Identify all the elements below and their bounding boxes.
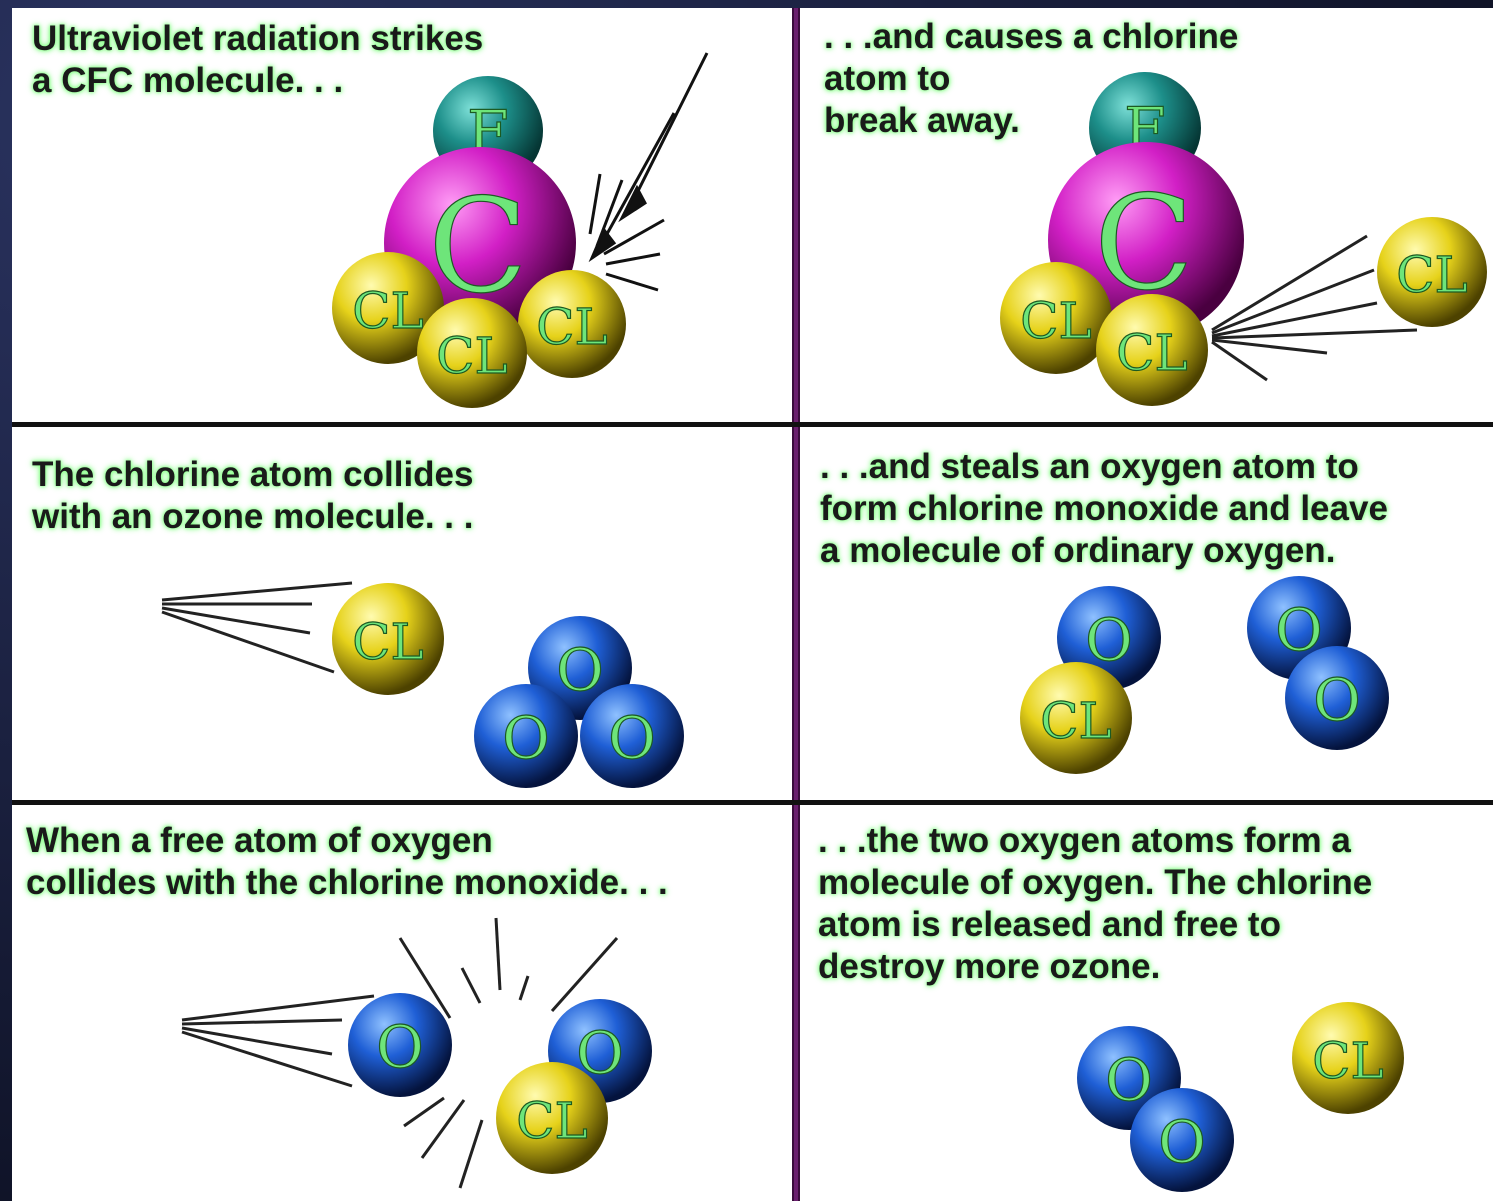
panel1-line1: Ultraviolet radiation strikes <box>32 19 484 58</box>
svg-text:C: C <box>428 170 527 322</box>
panel4-line2: form chlorine monoxide and leave <box>820 489 1388 528</box>
panel5-line1: When a free atom of oxygen <box>26 821 493 860</box>
panel2-chlorine-atom-bottom: CL <box>1096 294 1208 406</box>
svg-text:CL: CL <box>1116 324 1187 382</box>
panel2-chlorine-atom-left: CL <box>1000 262 1112 374</box>
panel5-monoxide-chlorine: CL <box>496 1062 608 1174</box>
panel4-line3: a molecule of ordinary oxygen. <box>820 531 1336 570</box>
panel3-line2: with an ozone molecule. . . <box>32 497 474 536</box>
svg-text:O: O <box>608 704 656 772</box>
panel2-line2: atom to <box>824 59 951 98</box>
panel6-oxygen-molecule-right: O <box>1130 1088 1234 1192</box>
panel5-impact-lines <box>398 917 619 1189</box>
panel1-line2: a CFC molecule. . . <box>32 61 344 100</box>
panel5-motion-lines <box>181 994 375 1088</box>
vertical-divider <box>792 8 800 1201</box>
diagram-board: F C CL CL CL F C CL <box>12 8 1493 1201</box>
svg-text:O: O <box>1313 666 1361 734</box>
panel4-caption: . . .and steals an oxygen atom to form c… <box>820 446 1388 572</box>
panel6-caption: . . .the two oxygen atoms form a molecul… <box>818 820 1372 988</box>
panel4-oxygen-molecule-bottom: O <box>1285 646 1389 750</box>
svg-text:O: O <box>1105 1046 1153 1114</box>
panel5-caption: When a free atom of oxygen collides with… <box>26 820 668 904</box>
panel3-motion-lines <box>161 581 353 674</box>
panel3-line1: The chlorine atom collides <box>32 455 474 494</box>
panel3-caption: The chlorine atom collides with an ozone… <box>32 454 473 538</box>
svg-text:C: C <box>1094 167 1193 319</box>
svg-text:CL: CL <box>516 1092 587 1150</box>
panel4-monoxide-chlorine: CL <box>1020 662 1132 774</box>
svg-text:CL: CL <box>436 327 507 385</box>
svg-text:CL: CL <box>1312 1032 1383 1090</box>
panel1-uv-rays <box>588 52 709 292</box>
panel1-chlorine-atom-left: CL <box>332 252 444 364</box>
panel2-motion-lines <box>1211 234 1418 382</box>
svg-text:O: O <box>1158 1108 1206 1176</box>
svg-text:CL: CL <box>1020 292 1091 350</box>
svg-text:O: O <box>502 704 550 772</box>
svg-text:O: O <box>1085 606 1133 674</box>
diagram-artwork: F C CL CL CL F C CL <box>161 52 1487 1192</box>
panel2-line1: . . .and causes a chlorine <box>824 17 1239 56</box>
panel2-free-chlorine-atom: CL <box>1377 217 1487 327</box>
panel6-oxygen-molecule-left: O <box>1077 1026 1181 1130</box>
panel6-line3: atom is released and free to <box>818 905 1281 944</box>
panel6-line4: destroy more ozone. <box>818 947 1161 986</box>
panel6-line1: . . .the two oxygen atoms form a <box>818 821 1351 860</box>
svg-text:O: O <box>556 636 604 704</box>
panel1-chlorine-atom-bottom: CL <box>417 298 527 408</box>
panel1-caption: Ultraviolet radiation strikes a CFC mole… <box>32 18 483 102</box>
horizontal-divider-top <box>12 422 1493 427</box>
panel2-caption: . . .and causes a chlorine atom to break… <box>824 16 1238 142</box>
svg-text:CL: CL <box>352 613 423 671</box>
panel3-chlorine-atom: CL <box>332 583 444 695</box>
svg-text:CL: CL <box>536 298 607 356</box>
svg-text:O: O <box>376 1013 424 1081</box>
panel3-ozone-oxygen-right: O <box>580 684 684 788</box>
panel6-line2: molecule of oxygen. The chlorine <box>818 863 1373 902</box>
panel6-released-chlorine-atom: CL <box>1292 1002 1404 1114</box>
svg-text:CL: CL <box>1040 692 1111 750</box>
svg-text:CL: CL <box>1396 246 1467 304</box>
panel2-carbon-atom: C <box>1048 142 1244 338</box>
panel2-line3: break away. <box>824 101 1020 140</box>
svg-text:O: O <box>1275 596 1323 664</box>
panel1-chlorine-atom-right: CL <box>518 270 626 378</box>
svg-text:CL: CL <box>352 282 423 340</box>
panel5-free-oxygen-atom: O <box>348 993 452 1097</box>
panel4-monoxide-oxygen: O <box>1057 586 1161 690</box>
svg-text:O: O <box>576 1019 624 1087</box>
panel3-ozone-oxygen-left: O <box>474 684 578 788</box>
horizontal-divider-bottom <box>12 800 1493 805</box>
panel5-line2: collides with the chlorine monoxide. . . <box>26 863 668 902</box>
panel4-line1: . . .and steals an oxygen atom to <box>820 447 1359 486</box>
